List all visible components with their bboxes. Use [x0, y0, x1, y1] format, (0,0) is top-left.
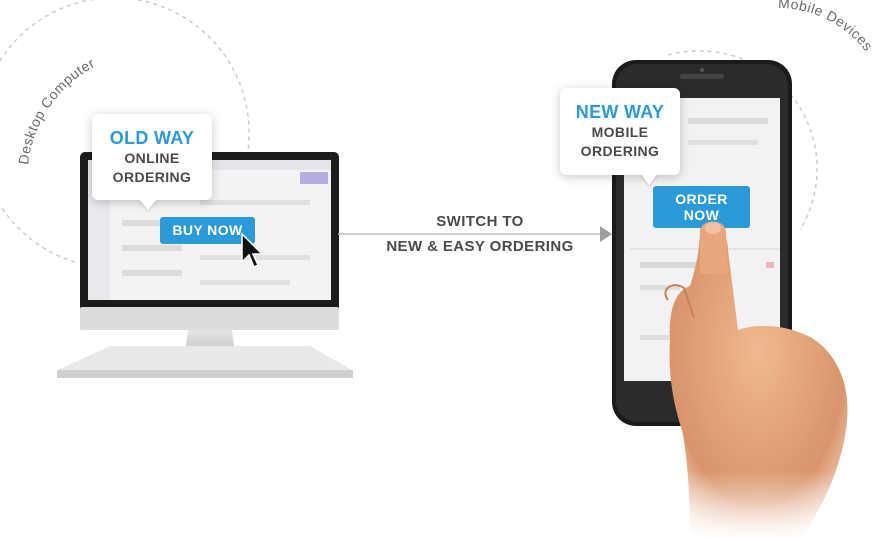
pointing-hand [660, 226, 885, 538]
new-way-bubble: NEW WAY MOBILE ORDERING [560, 88, 680, 175]
switch-line1: SWITCH TO [436, 213, 524, 230]
old-way-bubble: OLD WAY ONLINE ORDERING [92, 114, 212, 200]
switch-line2: NEW & EASY ORDERING [386, 238, 574, 255]
old-way-line2: ORDERING [112, 169, 192, 185]
desktop-arc-label: Desktop Computer [15, 55, 97, 166]
buy-now-button[interactable]: BUY NOW [160, 217, 255, 244]
new-way-line2: ORDERING [580, 143, 660, 159]
order-now-line1: ORDER [675, 191, 728, 207]
fingertip-overlay [700, 221, 728, 274]
old-way-title: OLD WAY [109, 128, 195, 148]
mobile-arc-text: Mobile Devices [778, 0, 876, 54]
new-way-line1: MOBILE [591, 124, 649, 140]
old-way-bubble-tail [138, 198, 158, 210]
desktop-arc-text: Desktop Computer [15, 55, 97, 166]
switch-arrow [338, 226, 612, 242]
old-way-line1: ONLINE [124, 150, 180, 166]
mouse-cursor-icon [241, 232, 264, 269]
order-now-button[interactable]: ORDER NOW [653, 186, 750, 228]
new-way-bubble-tail [640, 173, 658, 185]
order-now-line2: NOW [683, 207, 720, 223]
mobile-dashed-arc [667, 50, 818, 231]
desktop-dashed-arc [0, 0, 250, 263]
new-way-title: NEW WAY [575, 102, 665, 122]
mobile-arc-label: Mobile Devices [778, 0, 877, 54]
